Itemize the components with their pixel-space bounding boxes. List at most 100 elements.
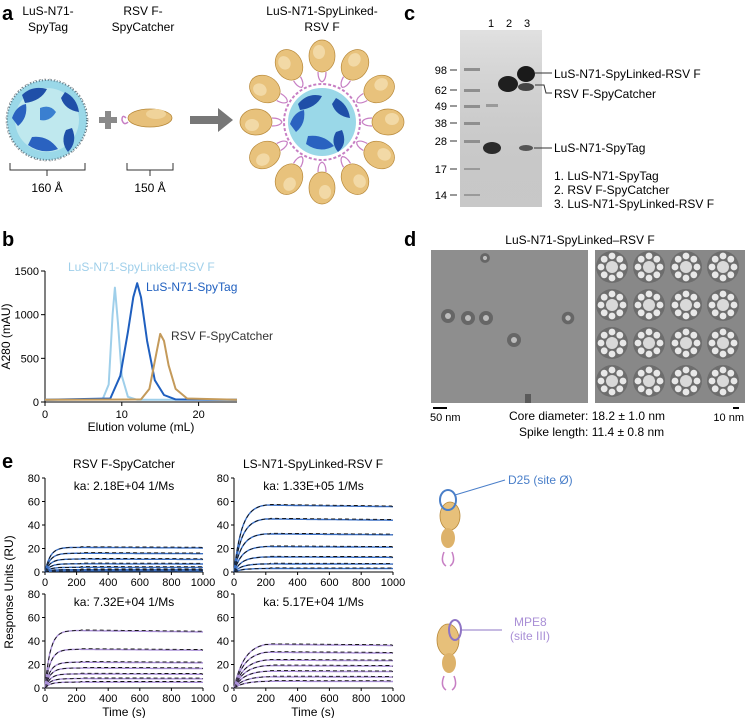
spr-ytick-label: 40 xyxy=(28,636,40,648)
lane3-mid-band xyxy=(518,83,534,91)
spr-fit xyxy=(233,517,394,573)
lane1-band xyxy=(483,142,501,154)
sec-ytick-label: 1000 xyxy=(15,310,39,322)
spr-curve xyxy=(233,567,393,573)
spr-xtick-label: 400 xyxy=(288,577,306,589)
spr-fit xyxy=(44,557,204,573)
core-diameter: Core diameter: 18.2 ± 1.0 nm xyxy=(509,409,665,423)
spr-fit xyxy=(44,677,204,689)
mw-markers: 98 62 49 38 28 17 14 xyxy=(435,65,457,202)
mw-14: 14 xyxy=(435,190,447,202)
spr-xtick-label: 200 xyxy=(257,577,275,589)
spr-ytick-label: 0 xyxy=(223,683,229,695)
spr-ytick-label: 60 xyxy=(217,613,229,625)
sec-xtick-label: 0 xyxy=(42,409,48,421)
spr-curve xyxy=(233,518,393,573)
antigen-bracket xyxy=(126,163,174,171)
lane-key-1: 1. LuS-N71-SpyTag xyxy=(554,169,659,183)
spr-xtick-label: 600 xyxy=(320,693,338,705)
spr-curve xyxy=(44,570,203,573)
spr-fit xyxy=(44,661,204,689)
spr-ka-label: ka: 5.17E+04 1/Ms xyxy=(263,595,363,609)
panel-c-letter: c xyxy=(404,3,415,25)
band-annotations: LuS-N71-SpyLinked-RSV F RSV F-SpyCatcher… xyxy=(534,67,701,155)
spr-xtick-label: 800 xyxy=(162,693,180,705)
spr-xtick-label: 1000 xyxy=(191,693,215,705)
spr-ylabel: Response Units (RU) xyxy=(2,535,16,648)
spr-fit xyxy=(44,546,204,573)
spr-curve xyxy=(233,545,393,573)
spr-xtick-label: 600 xyxy=(320,577,338,589)
antigen-size: 150 Å xyxy=(134,180,165,195)
spike-length: Spike length: 11.4 ± 0.8 nm xyxy=(519,425,664,439)
spr-xtick-label: 0 xyxy=(42,693,48,705)
spr-fit xyxy=(233,567,394,573)
nanoparticle-label-line1: LuS-N71- xyxy=(22,4,73,18)
rsvf-spike xyxy=(274,156,304,195)
lane-key-2: 2. RSV F-SpyCatcher xyxy=(554,183,669,197)
spr-curve xyxy=(233,680,393,689)
spr-fit xyxy=(233,670,394,689)
spr-ytick-label: 20 xyxy=(217,660,229,672)
rsvf-spike xyxy=(361,108,405,136)
sec-series-0 xyxy=(44,286,237,401)
lane-key-3: 3. LuS-N71-SpyLinked-RSV F xyxy=(554,197,714,211)
spr-curve xyxy=(44,566,203,573)
spr-fit xyxy=(44,629,204,689)
nanoparticle-structure xyxy=(5,78,89,162)
panel-d-letter: d xyxy=(404,229,416,251)
spr-xtick-label: 800 xyxy=(162,577,180,589)
spr-xlabel-2: Time (s) xyxy=(291,705,335,718)
panel-e-letter: e xyxy=(2,451,13,473)
spr-ka-label: ka: 7.32E+04 1/Ms xyxy=(74,595,174,609)
sec-legend-2: RSV F-SpyCatcher xyxy=(171,329,273,343)
antigen-structure xyxy=(121,108,173,128)
plus-sign xyxy=(99,111,117,129)
spr-ytick-label: 20 xyxy=(28,544,40,556)
spr-fit xyxy=(233,643,394,689)
spr-fit xyxy=(44,562,204,573)
spr-xtick-label: 600 xyxy=(131,693,149,705)
sec-ytick-label: 1500 xyxy=(15,266,39,278)
spr-curve xyxy=(233,659,393,689)
negative-stain-micrograph xyxy=(431,250,588,403)
reaction-arrow-icon xyxy=(190,108,233,132)
spr-xtick-label: 800 xyxy=(352,693,370,705)
spr-fit xyxy=(44,672,204,689)
spr-xtick-label: 800 xyxy=(352,577,370,589)
sec-legend-0: LuS-N71-SpyLinked-RSV F xyxy=(68,260,215,274)
product-label-line1: LuS-N71-SpyLinked- xyxy=(266,4,377,18)
rsvf-spike xyxy=(308,39,336,83)
scale-label-left: 50 nm xyxy=(430,412,461,424)
spr-ytick-label: 40 xyxy=(217,636,229,648)
rsvf-spike xyxy=(340,156,370,195)
spr-curve xyxy=(44,673,203,689)
spr-xtick-label: 400 xyxy=(99,693,117,705)
spr-ytick-label: 80 xyxy=(28,589,40,601)
antigen-label-line1: RSV F- xyxy=(123,4,162,18)
spr-curve xyxy=(233,670,393,689)
nanoparticle-size: 160 Å xyxy=(31,180,62,195)
lane2-band xyxy=(498,76,518,92)
spr-ytick-label: 20 xyxy=(217,544,229,556)
band-label-spytag: LuS-N71-SpyTag xyxy=(554,141,645,155)
spr-fit xyxy=(233,658,394,689)
spr-ytick-label: 0 xyxy=(223,567,229,579)
nanoparticle-bracket xyxy=(9,163,86,171)
spr-curve xyxy=(44,546,203,573)
mw-17: 17 xyxy=(435,164,447,176)
spr-xtick-label: 0 xyxy=(42,577,48,589)
spr-ytick-label: 40 xyxy=(28,520,40,532)
mpe8-complex-structure xyxy=(436,619,462,691)
sec-ytick-label: 500 xyxy=(21,353,39,365)
lane-label-1: 1 xyxy=(488,18,494,30)
panel-a-letter: a xyxy=(2,3,14,25)
sec-ylabel: A280 (mAU) xyxy=(0,303,13,369)
d25-label: D25 (site Ø) xyxy=(508,473,573,487)
spr-curve xyxy=(44,681,203,689)
